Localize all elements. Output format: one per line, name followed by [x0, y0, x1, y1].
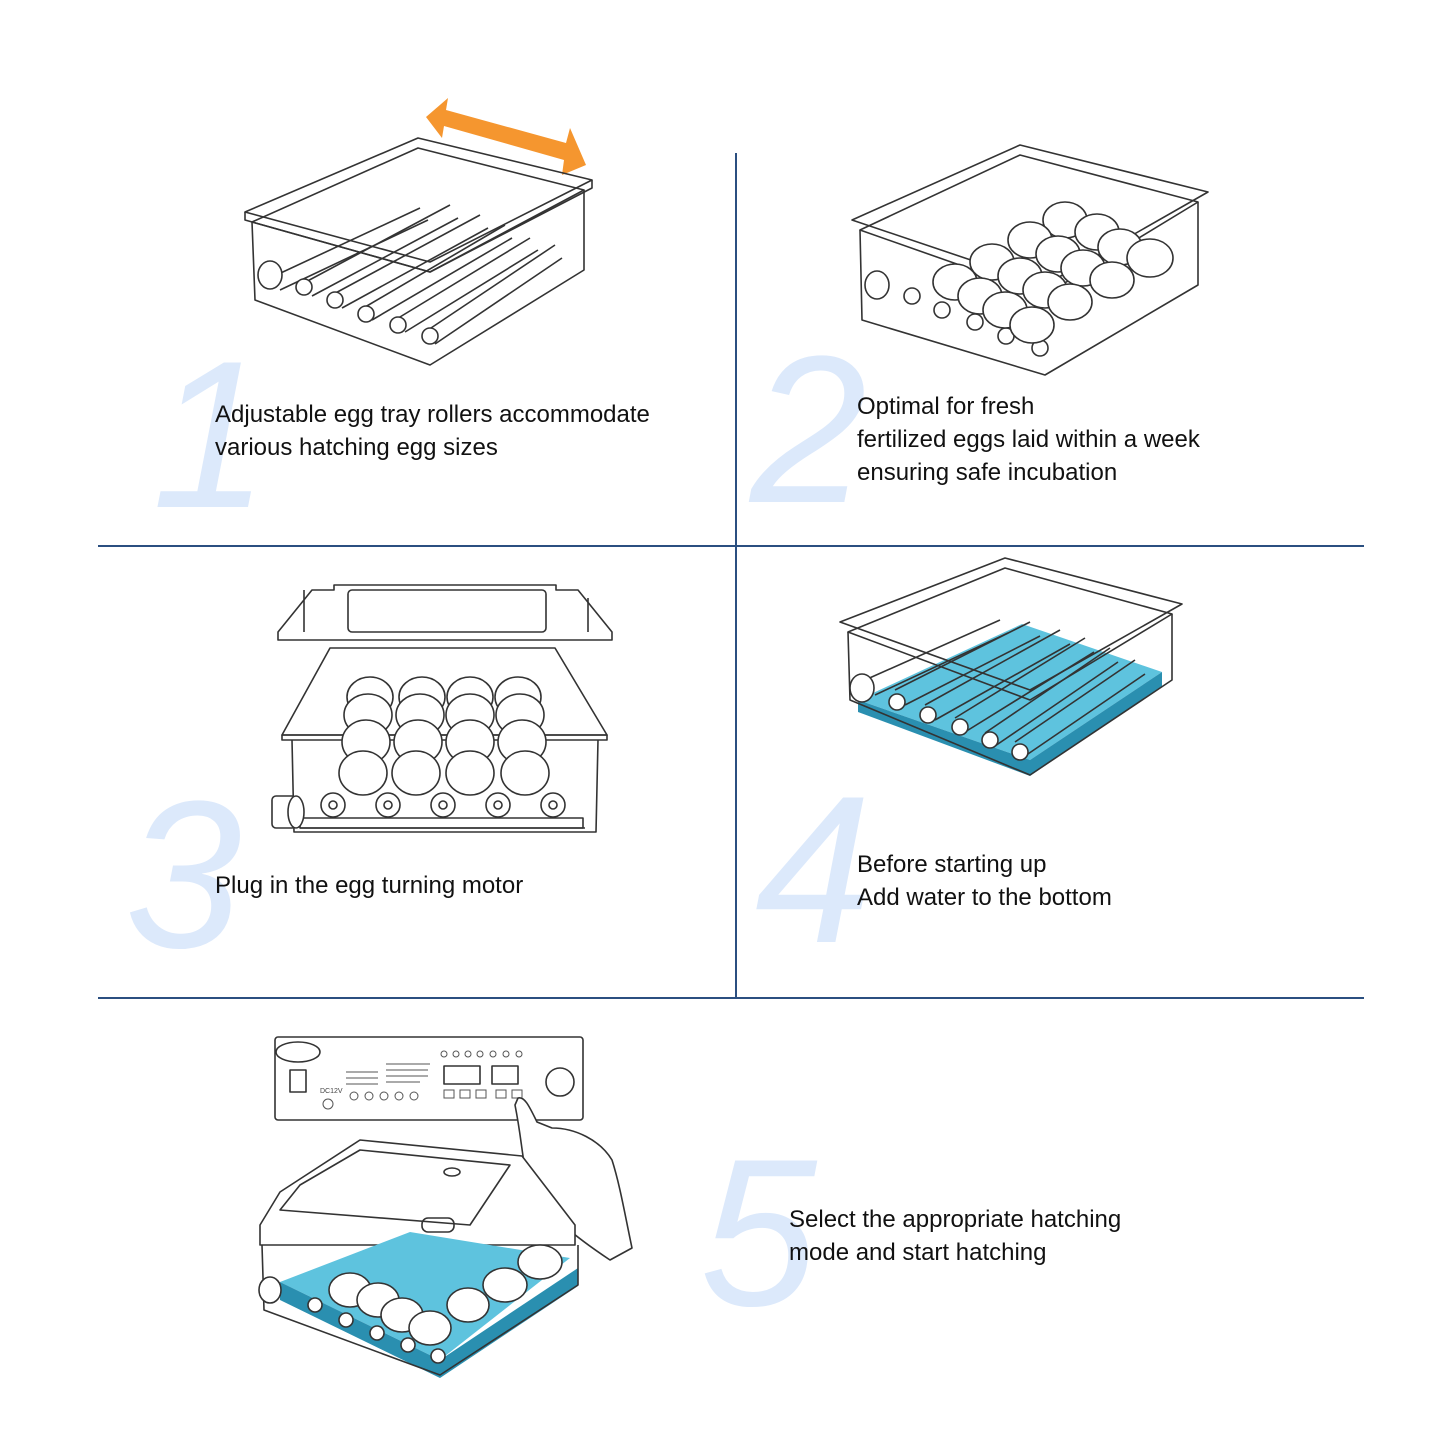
step-number: 1: [152, 317, 269, 552]
step-number: 3: [125, 757, 242, 992]
step-number: 2: [750, 312, 867, 547]
eggs: [338, 676, 550, 796]
step-caption: Plug in the egg turning motor: [215, 872, 524, 899]
divider-horizontal-2: [98, 997, 1364, 999]
eggs: [932, 201, 1174, 344]
eggs: [328, 1244, 563, 1346]
step-number: 5: [700, 1115, 817, 1350]
step-caption: Select the appropriate hatching mode and…: [789, 1206, 1122, 1266]
step-caption: Before starting up Add water to the bott…: [857, 851, 1112, 911]
step-caption: Optimal for fresh fertilized eggs laid w…: [857, 393, 1200, 486]
divider-horizontal-1: [98, 545, 1364, 547]
step-caption: Adjustable egg tray rollers accommodate …: [215, 401, 650, 461]
panel-dc-label: DC12V: [320, 1088, 343, 1095]
double-arrow-icon: [426, 98, 586, 175]
divider-vertical: [735, 153, 737, 999]
step-number: 4: [755, 752, 872, 987]
